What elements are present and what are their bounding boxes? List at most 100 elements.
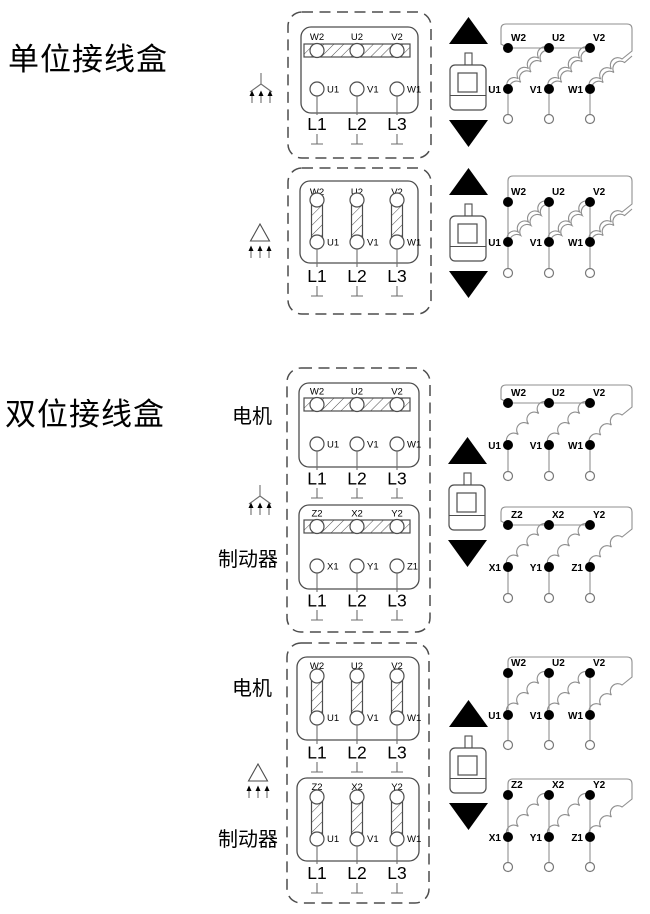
connection-dot: [503, 520, 513, 530]
hatched-link-bar-horizontal: [303, 518, 411, 535]
pendant-control-icon: [448, 16, 489, 148]
cable-stub-wires: [507, 247, 591, 268]
winding-terminal-label: Z1: [571, 563, 583, 574]
connection-dot: [585, 237, 595, 247]
supply-label: L1: [307, 743, 326, 763]
terminal-label: W1: [407, 238, 421, 249]
connection-dot: [503, 43, 513, 53]
winding-coil: [549, 203, 593, 246]
terminal-label: W1: [407, 713, 421, 724]
cable-end-circle: [584, 861, 596, 873]
terminal-label: X2: [351, 782, 363, 793]
connection-dot: [544, 84, 554, 94]
cable-end-tick-icon: [350, 609, 364, 621]
terminal-label: U1: [327, 238, 339, 249]
winding-terminal-label: U1: [488, 711, 501, 722]
terminal-circle: [349, 436, 365, 452]
connection-dot: [544, 440, 554, 450]
terminal-box-outline: [286, 642, 430, 904]
winding-terminal-label: Z2: [511, 780, 523, 791]
winding-terminal-label: Y2: [593, 780, 606, 791]
winding-terminal-label: V1: [530, 441, 543, 452]
cable-end-tick-icon: [350, 285, 364, 297]
winding-coil: [508, 203, 552, 246]
cable-end-tick-icon: [390, 285, 404, 297]
pendant-control-icon: [448, 167, 489, 299]
hatched-link-bar-horizontal: [303, 396, 411, 413]
terminal-label: V1: [367, 238, 379, 249]
terminal-box-single-delta: W2 U2 V2 U1 V1 W1 L1 L2 L3: [287, 167, 432, 315]
cable-end-circle: [584, 113, 596, 125]
hatched-link-bar-vertical: [349, 789, 365, 847]
supply-label: L3: [387, 114, 406, 134]
connection-dot: [585, 197, 595, 207]
connection-dot: [585, 398, 595, 408]
winding-terminal-label: V1: [530, 238, 543, 249]
winding-terminal-label: V2: [593, 187, 606, 198]
supply-wires: [316, 573, 398, 592]
cable-end-tick-icon: [350, 487, 364, 499]
winding-coil: [507, 778, 633, 838]
terminal-block: [298, 504, 420, 590]
cable-stub-wires: [507, 94, 591, 114]
winding-terminal-label: Y1: [530, 563, 543, 574]
supply-label: L3: [387, 469, 406, 489]
cable-end-tick-icon: [310, 609, 324, 621]
terminal-box-double-delta: W2 U2 V2 U1 V1 W1 L1 L2 L3 Z2 X2 Y2 U1: [286, 642, 430, 904]
terminal-block: [296, 777, 420, 862]
connection-dot: [503, 197, 513, 207]
supply-label: L2: [347, 743, 366, 763]
terminal-label: U1: [327, 834, 339, 845]
winding-terminal-label: W2: [511, 658, 526, 669]
winding-terminal-label: V1: [530, 85, 543, 96]
supply-label: L2: [347, 591, 366, 611]
section-title-single-box: 单位接线盒: [8, 42, 168, 77]
winding-terminal-label: U2: [552, 187, 565, 198]
terminal-label: V2: [391, 32, 403, 43]
connection-dot: [544, 43, 554, 53]
winding-coil: [546, 670, 591, 716]
supply-label: L1: [307, 591, 326, 611]
supply-wires: [316, 451, 398, 470]
connection-dot: [503, 562, 513, 572]
cable-end-tick-icon: [350, 133, 364, 145]
hatched-link-bar-vertical: [349, 668, 365, 726]
cable-end-circle: [502, 470, 514, 482]
delta-connection-icon: [247, 763, 269, 782]
terminal-block: [298, 382, 420, 468]
terminal-label: V1: [367, 440, 379, 451]
connection-dot: [585, 440, 595, 450]
cable-end-tick-icon: [310, 761, 324, 773]
cable-end-tick-icon: [350, 761, 364, 773]
winding-coil: [547, 46, 591, 90]
terminal-label: U1: [327, 713, 339, 724]
terminal-circle: [309, 81, 325, 97]
pendant-control-icon: [448, 699, 489, 831]
cable-end-circle: [502, 739, 514, 751]
terminal-circle: [349, 558, 365, 574]
terminal-circle: [389, 436, 405, 452]
connection-dot: [503, 668, 513, 678]
winding-coil: [590, 55, 633, 93]
cable-end-circle: [543, 470, 555, 482]
supply-wires: [316, 725, 398, 744]
cable-end-circle: [543, 113, 555, 125]
winding-terminal-label: U2: [552, 658, 565, 669]
terminal-block: [296, 656, 420, 741]
supply-label: L2: [347, 114, 366, 134]
terminal-box-double-star: W2 U2 V2 U1 V1 W1 L1 L2 L3 Z2 X2 Y2: [286, 367, 431, 633]
up-arrows-icon: [245, 784, 271, 799]
cable-end-circle: [543, 267, 555, 279]
terminal-box-outline: [287, 11, 432, 159]
winding-diagram-star-single: W2 U2 V2 U1 V1 W1: [488, 23, 633, 125]
winding-terminal-label: U1: [488, 238, 501, 249]
winding-terminal-label: W2: [511, 388, 526, 399]
terminal-label: V1: [367, 85, 379, 96]
connection-dot: [544, 710, 554, 720]
winding-terminal-label: V1: [530, 711, 543, 722]
terminal-label: V1: [367, 834, 379, 845]
motor-terminal-box: W2 U2 V2 U1 V1 W1 L1 L2 L3: [296, 656, 421, 773]
terminal-label: W2: [310, 387, 324, 398]
motor-label: 电机: [232, 405, 272, 428]
